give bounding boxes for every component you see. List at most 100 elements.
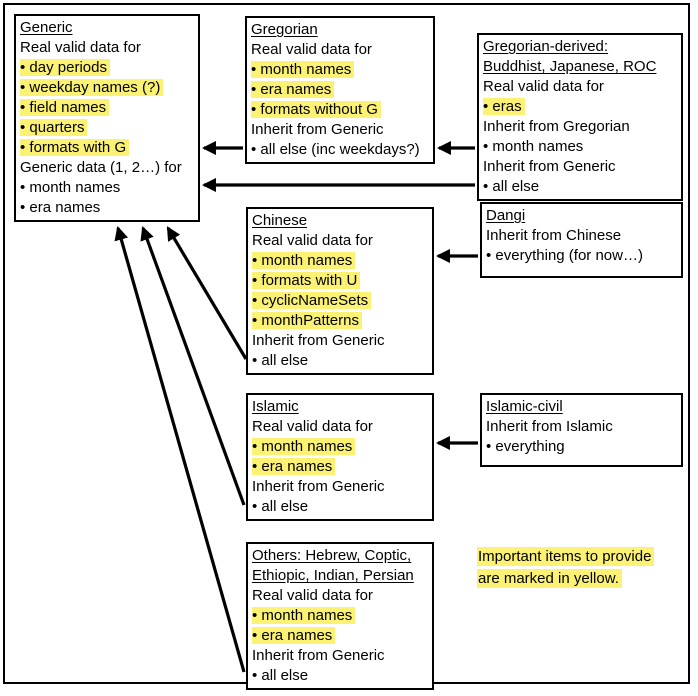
box-line: • month names — [252, 606, 428, 626]
box-line: • weekday names (?) — [20, 78, 194, 98]
box-line: Inherit from Generic — [252, 331, 428, 351]
generic-box: Generic Real valid data for • day period… — [14, 14, 200, 222]
gregorian-derived-box-title: Gregorian-derived: — [483, 38, 609, 55]
highlighted-line-text: • eras — [483, 98, 525, 115]
highlighted-line-text: • month names — [252, 607, 356, 624]
box-line: • month names — [20, 178, 194, 198]
box-line: Inherit from Gregorian — [483, 117, 677, 137]
chinese-box-title: Chinese — [252, 212, 308, 229]
box-line: Inherit from Generic — [252, 477, 428, 497]
box-line: • day periods — [20, 58, 194, 78]
box-line: Real valid data for — [252, 231, 428, 251]
highlighted-line-text: • month names — [251, 61, 355, 78]
chinese-box: Chinese Real valid data for • month name… — [246, 207, 434, 375]
box-line: • era names — [20, 198, 194, 218]
line-text: • all else (inc weekdays?) — [251, 141, 420, 158]
line-text: • all else — [252, 667, 309, 684]
islamic-civil-box: Islamic-civil Inherit from Islamic • eve… — [480, 393, 683, 467]
gregorian-box: Gregorian Real valid data for • month na… — [245, 16, 435, 164]
line-text: Real valid data for — [483, 78, 604, 95]
gregorian-derived-box-title: Buddhist, Japanese, ROC — [483, 58, 657, 75]
box-line: Real valid data for — [252, 417, 428, 437]
others-box-title: Ethiopic, Indian, Persian — [252, 567, 414, 584]
highlighted-line-text: • monthPatterns — [252, 312, 362, 329]
line-text: • month names — [483, 138, 584, 155]
highlighted-line-text: are marked in yellow. — [477, 569, 622, 588]
box-line: Inherit from Generic — [483, 157, 677, 177]
box-line: • field names — [20, 98, 194, 118]
box-line: Inherit from Chinese — [486, 226, 677, 246]
box-line: • formats with U — [252, 271, 428, 291]
line-text: Inherit from Generic — [251, 121, 384, 138]
line-text: • era names — [20, 199, 101, 216]
line-text: Generic data (1, 2…) for — [20, 159, 182, 176]
line-text: Real valid data for — [251, 41, 372, 58]
box-line: • all else — [252, 351, 428, 371]
box-line: Real valid data for — [252, 586, 428, 606]
box-line: • formats with G — [20, 138, 194, 158]
highlighted-line-text: • formats without G — [251, 101, 381, 118]
box-line: Real valid data for — [251, 40, 429, 60]
box-line: • everything (for now…) — [486, 246, 677, 266]
highlighted-line-text: • field names — [20, 99, 110, 116]
box-line: • era names — [252, 457, 428, 477]
islamic-civil-box-title: Islamic-civil — [486, 398, 563, 415]
line-text: Real valid data for — [252, 232, 373, 249]
generic-box-title: Generic — [20, 19, 73, 36]
box-line: • all else (inc weekdays?) — [251, 140, 429, 160]
box-line: • all else — [483, 177, 677, 197]
highlighted-line-text: • formats with U — [252, 272, 361, 289]
islamic-box: Islamic Real valid data for • month name… — [246, 393, 434, 521]
line-text: Inherit from Islamic — [486, 418, 613, 435]
line-text: Inherit from Gregorian — [483, 118, 630, 135]
line-text: Inherit from Generic — [252, 332, 385, 349]
box-line: Real valid data for — [20, 38, 194, 58]
line-text: Inherit from Generic — [252, 478, 385, 495]
box-line: Inherit from Generic — [252, 646, 428, 666]
box-line: • month names — [252, 437, 428, 457]
highlighted-line-text: • month names — [252, 438, 356, 455]
highlighted-line-text: • formats with G — [20, 139, 130, 156]
dangi-box-title: Dangi — [486, 207, 526, 224]
line-text: • everything — [486, 438, 565, 455]
box-line: • month names — [251, 60, 429, 80]
line-text: • month names — [20, 179, 121, 196]
line-text: • everything (for now…) — [486, 247, 643, 264]
highlighted-line-text: • quarters — [20, 119, 88, 136]
gregorian-derived-box: Gregorian-derived: Buddhist, Japanese, R… — [477, 33, 683, 201]
box-line: • everything — [486, 437, 677, 457]
line-text: Inherit from Generic — [483, 158, 616, 175]
box-line: Inherit from Generic — [251, 120, 429, 140]
gregorian-box-title: Gregorian — [251, 21, 318, 38]
box-line: • era names — [251, 80, 429, 100]
box-line: • month names — [252, 251, 428, 271]
highlighted-line-text: • month names — [252, 252, 356, 269]
islamic-box-title: Islamic — [252, 398, 299, 415]
box-line: • eras — [483, 97, 677, 117]
line-text: Inherit from Generic — [252, 647, 385, 664]
highlighted-line-text: • era names — [252, 458, 336, 475]
line-text: • all else — [483, 178, 540, 195]
dangi-box: Dangi Inherit from Chinese • everything … — [480, 202, 683, 278]
box-line: Real valid data for — [483, 77, 677, 97]
box-line: • cyclicNameSets — [252, 291, 428, 311]
box-line: • month names — [483, 137, 677, 157]
yellow-legend-note: Important items to provide are marked in… — [477, 546, 697, 590]
line-text: • all else — [252, 498, 309, 515]
box-line: • all else — [252, 497, 428, 517]
note-line: Important items to provide — [477, 546, 697, 568]
line-text: Real valid data for — [252, 418, 373, 435]
box-line: • monthPatterns — [252, 311, 428, 331]
box-line: Inherit from Islamic — [486, 417, 677, 437]
line-text: Inherit from Chinese — [486, 227, 622, 244]
highlighted-line-text: • cyclicNameSets — [252, 292, 372, 309]
line-text: Real valid data for — [20, 39, 141, 56]
others-box-title: Others: Hebrew, Coptic, — [252, 547, 412, 564]
highlighted-line-text: • weekday names (?) — [20, 79, 164, 96]
others-box: Others: Hebrew, Coptic, Ethiopic, Indian… — [246, 542, 434, 690]
highlighted-line-text: • day periods — [20, 59, 110, 76]
box-line: • formats without G — [251, 100, 429, 120]
box-line: • era names — [252, 626, 428, 646]
note-line: are marked in yellow. — [477, 568, 697, 590]
highlighted-line-text: Important items to provide — [477, 547, 655, 566]
